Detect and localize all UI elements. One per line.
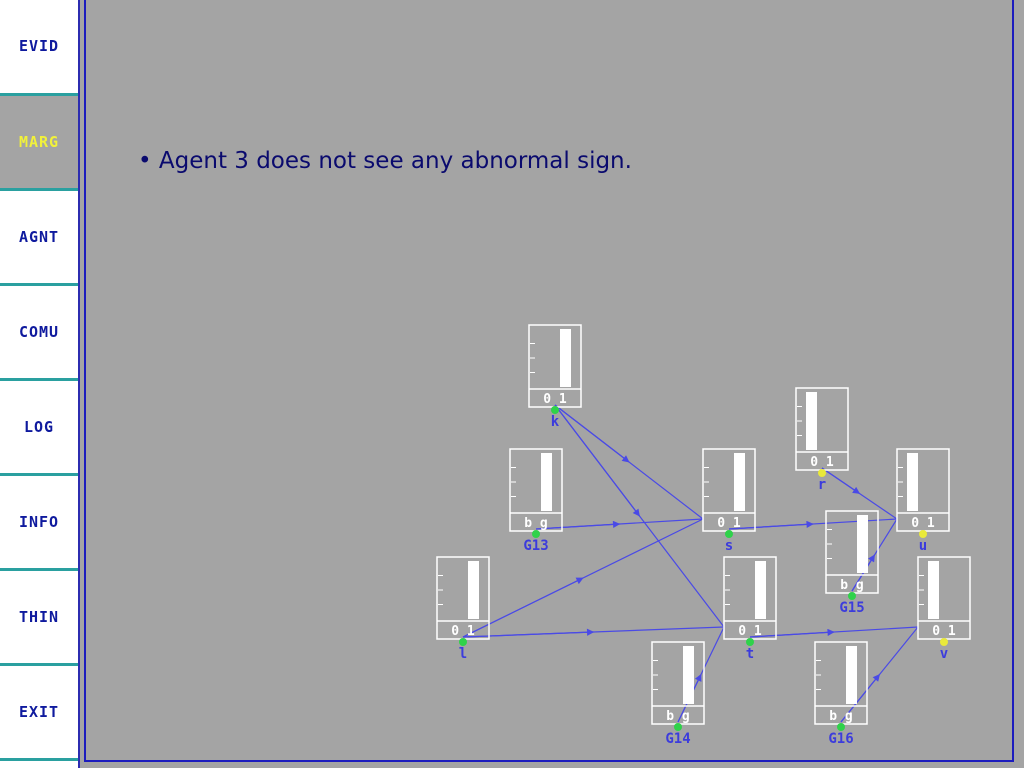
node-name-label: v [940,646,948,662]
node-axis-label: 0 1 [717,516,741,531]
probability-bar [683,646,694,704]
edge-arrow-l-s [462,577,584,638]
node-name-label: k [551,414,560,430]
main-frame [84,0,1014,762]
node-state-dot [551,406,559,414]
nav-button-comu[interactable]: COMU [0,286,78,378]
edge-arrow-r-u [821,467,861,494]
node-name-label: t [746,646,754,662]
node-state-dot [532,530,540,538]
node-state-dot [725,530,733,538]
node-axis-label: 0 1 [738,624,762,639]
probability-bar [755,561,766,619]
sidebar: EVID MARG AGNT COMU LOG INFO THIN EXIT [0,0,78,768]
node-state-dot [848,592,856,600]
node-state-dot [837,723,845,731]
probability-bar [468,561,479,619]
nav-button-evid[interactable]: EVID [0,0,78,92]
node-k[interactable]: 0 1 k [528,324,582,430]
edge-arrow-s-u [728,520,814,530]
edge-arrow-l-t [462,628,595,638]
probability-bar [734,453,745,511]
nav-separator [0,188,78,191]
node-g16[interactable]: b g G16 [814,641,868,747]
node-state-dot [919,530,927,538]
node-axis-label: 0 1 [911,516,935,531]
node-state-dot [746,638,754,646]
node-axis-label: b g [524,516,547,531]
edge-arrow-k-t [554,404,640,517]
nav-separator [0,378,78,381]
nav-button-marg[interactable]: MARG [0,96,78,188]
nav-button-exit[interactable]: EXIT [0,666,78,758]
nav-button-thin[interactable]: THIN [0,571,78,663]
node-name-label: s [725,538,733,554]
node-t[interactable]: 0 1 t [723,556,777,662]
node-name-label: G13 [523,538,548,554]
node-name-label: G16 [828,731,853,747]
probability-bar [806,392,817,450]
edge-arrow-k-s [554,404,630,463]
node-name-label: r [818,477,826,493]
node-axis-label: b g [840,578,863,593]
node-state-dot [459,638,467,646]
node-g15[interactable]: b g G15 [825,510,879,616]
node-name-label: u [919,538,927,554]
node-name-label: G15 [839,600,864,616]
nav-separator [0,93,78,96]
edge-arrow-t-v [749,628,835,638]
node-u[interactable]: 0 1 u [896,448,950,554]
node-name-label: l [459,646,467,662]
edge-arrow-G16-v [840,673,880,723]
nav-button-info[interactable]: INFO [0,476,78,568]
node-l[interactable]: 0 1 l [436,556,490,662]
node-v[interactable]: 0 1 v [917,556,971,662]
node-r[interactable]: 0 1 r [795,387,849,493]
probability-bar [928,561,939,619]
node-axis-label: 0 1 [543,392,567,407]
agent-status-text: • Agent 3 does not see any abnormal sign… [138,148,632,174]
edge-arrow-G13-s [535,520,621,530]
node-s[interactable]: 0 1 s [702,448,756,554]
node-state-dot [940,638,948,646]
node-g13[interactable]: b g G13 [509,448,563,554]
probability-bar [560,329,571,387]
sidebar-edge [78,0,84,768]
nav-button-agnt[interactable]: AGNT [0,191,78,283]
nav-separator [0,568,78,571]
node-name-label: G14 [665,731,690,747]
nav-separator [0,758,78,761]
probability-bar [857,515,868,573]
probability-bar [541,453,552,511]
node-axis-label: 0 1 [451,624,475,639]
node-axis-label: b g [666,709,689,724]
nav-button-log[interactable]: LOG [0,381,78,473]
node-state-dot [818,469,826,477]
nav-separator [0,283,78,286]
node-axis-label: 0 1 [810,455,834,470]
nav-separator [0,663,78,666]
node-state-dot [674,723,682,731]
node-g14[interactable]: b g G14 [651,641,705,747]
node-axis-label: 0 1 [932,624,956,639]
probability-bar [846,646,857,704]
probability-bar [907,453,918,511]
node-axis-label: b g [829,709,852,724]
nav-separator [0,473,78,476]
